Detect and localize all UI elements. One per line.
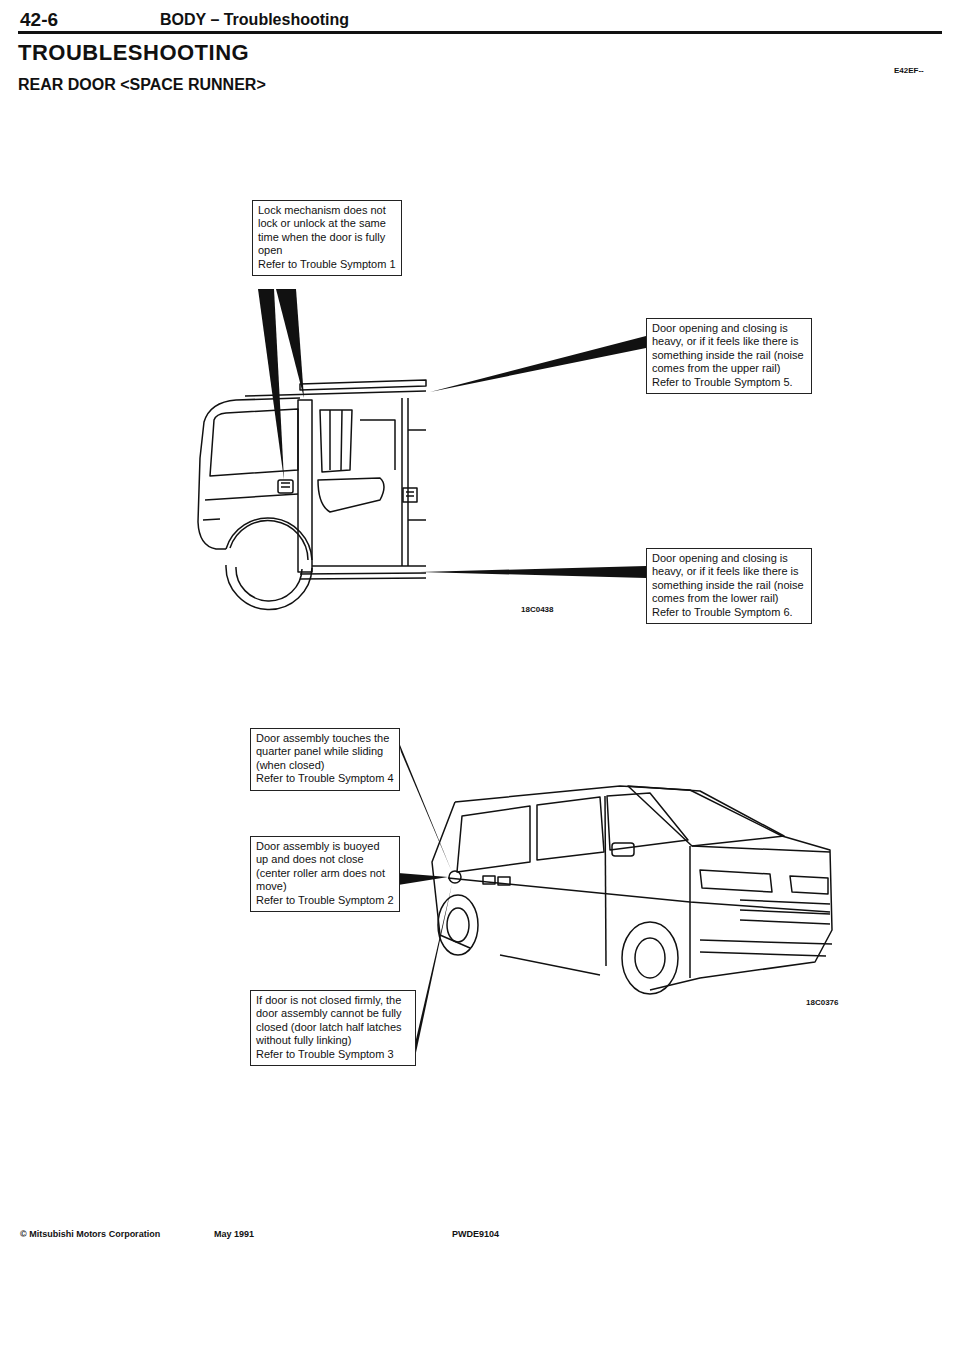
callout-box: Door assembly is buoyed up and does not … (250, 836, 400, 912)
van-front-view (432, 786, 832, 994)
callout-text: Refer to Trouble Symptom 4 (256, 772, 394, 785)
page-heading: TROUBLESHOOTING (18, 40, 249, 66)
copyright-note: © Mitsubishi Motors Corporation (20, 1229, 160, 1239)
page-number: 42-6 (20, 9, 58, 31)
callout-text: Lock mechanism does not lock or unlock a… (258, 204, 396, 258)
callout-text: Refer to Trouble Symptom 5. (652, 376, 806, 389)
callout-text: Refer to Trouble Symptom 3 (256, 1048, 410, 1061)
section-title: BODY – Troubleshooting (160, 11, 349, 29)
header-rule (18, 31, 942, 34)
doc-code: E42EF-- (894, 66, 924, 75)
callout-text: Door opening and closing is heavy, or if… (652, 322, 806, 376)
callout-box: Door opening and closing is heavy, or if… (646, 548, 812, 624)
figure-code: 18C0438 (521, 605, 553, 614)
callout-box: If door is not closed firmly, the door a… (250, 990, 416, 1066)
callout-text: If door is not closed firmly, the door a… (256, 994, 410, 1048)
van-side-view (198, 380, 426, 610)
doc-code: PWDE9104 (452, 1229, 499, 1239)
date-note: May 1991 (214, 1229, 254, 1239)
callout-text: Refer to Trouble Symptom 1 (258, 258, 396, 271)
callout-text: Refer to Trouble Symptom 2 (256, 894, 394, 907)
callout-text: Door assembly is buoyed up and does not … (256, 840, 394, 894)
callout-box: Door assembly touches the quarter panel … (250, 728, 400, 791)
callout-text: Door assembly touches the quarter panel … (256, 732, 394, 772)
figure-code: 18C0376 (806, 998, 838, 1007)
callout-box: Door opening and closing is heavy, or if… (646, 318, 812, 394)
leader-wedge (258, 289, 646, 1062)
callout-text: Refer to Trouble Symptom 6. (652, 606, 806, 619)
callout-text: Door opening and closing is heavy, or if… (652, 552, 806, 606)
callout-box: Lock mechanism does not lock or unlock a… (252, 200, 402, 276)
subheading: REAR DOOR <SPACE RUNNER> (18, 76, 266, 94)
